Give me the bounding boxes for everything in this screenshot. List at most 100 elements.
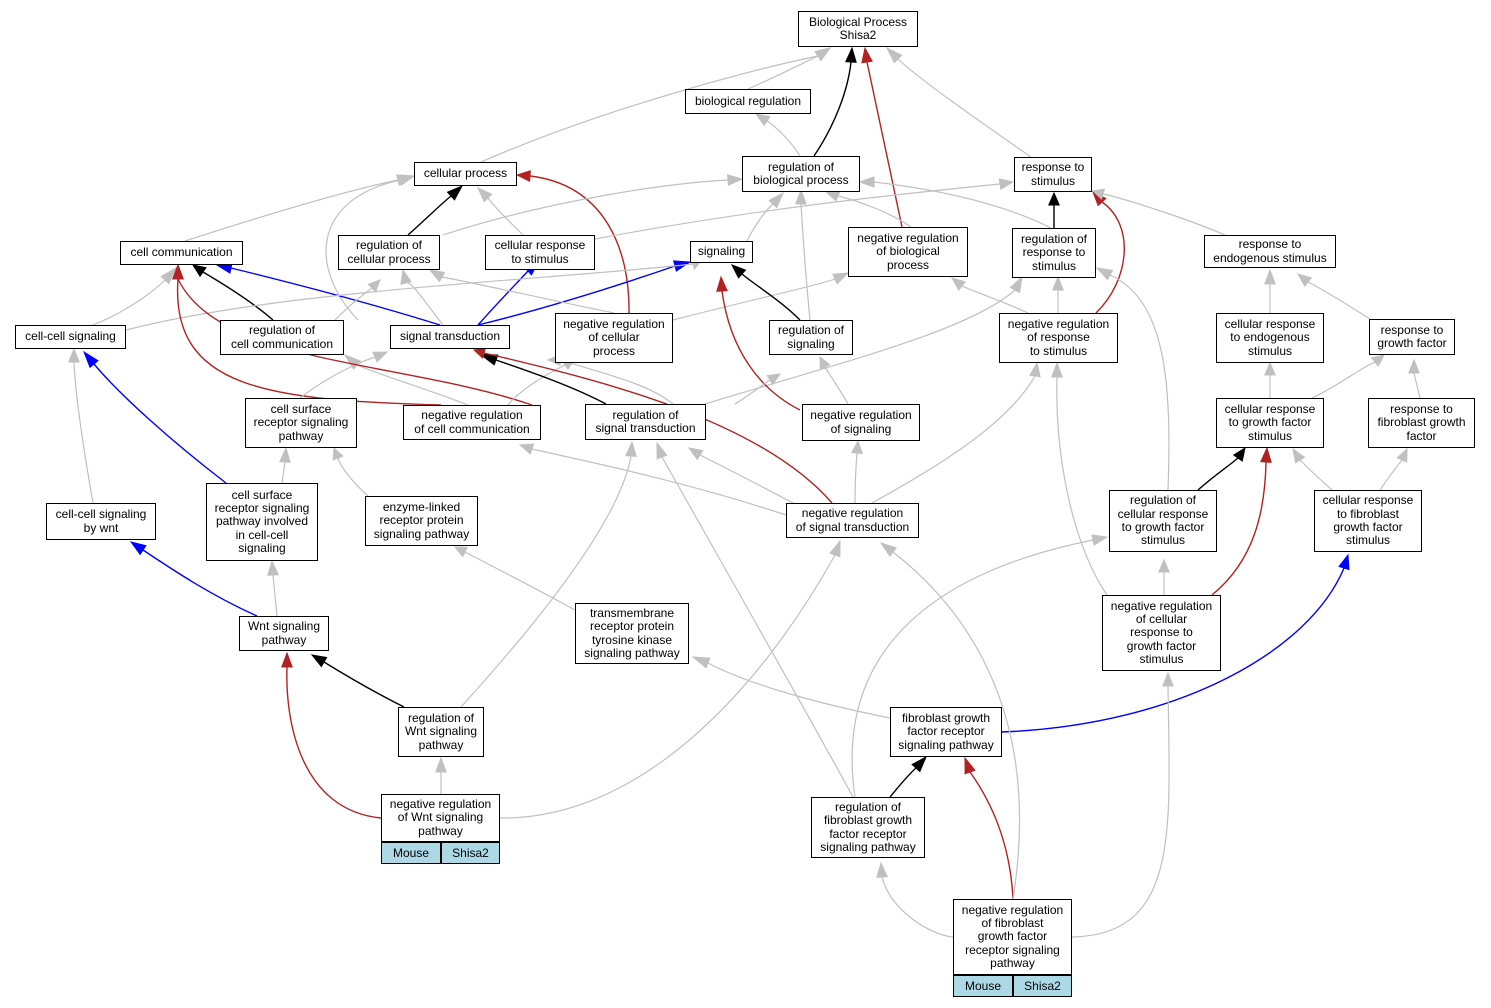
node-cellresp[interactable]: cellular response to stimulus: [485, 235, 595, 270]
edge-gray: [1379, 459, 1403, 491]
node-label: regulation of signal transduction: [595, 407, 696, 435]
node-sigtrans[interactable]: signal transduction: [390, 325, 510, 349]
edge-gray: [1311, 361, 1376, 399]
edge-gray: [442, 179, 729, 236]
edge-black: [323, 661, 405, 708]
edge-red: [969, 771, 1014, 900]
edge-gray: [851, 539, 1094, 798]
edge-arrowhead: [453, 546, 469, 558]
edge-red: [176, 278, 442, 406]
node-regresp[interactable]: regulation of response to stimulus: [1012, 228, 1096, 278]
node-negcellproc[interactable]: negative regulation of cellular process: [555, 313, 673, 363]
node-signaling[interactable]: signaling: [690, 241, 753, 263]
edge-arrowhead: [829, 539, 841, 558]
node-respgf[interactable]: response to growth factor: [1369, 319, 1455, 355]
edge-black: [407, 195, 452, 236]
edge-arrowhead: [1260, 446, 1272, 463]
node-label: negative regulation of signaling: [810, 408, 912, 436]
node-respfgf[interactable]: response to fibroblast growth factor: [1368, 398, 1475, 448]
node-regcellrespgf[interactable]: regulation of cellular response to growt…: [1109, 490, 1217, 552]
node-label: regulation of response to stimulus: [1020, 232, 1088, 273]
edge-gray: [699, 454, 807, 511]
node-enzyme[interactable]: enzyme-linked receptor protein signaling…: [365, 496, 478, 546]
node-label: signal transduction: [399, 329, 501, 344]
node-label: cellular response to fibroblast growth f…: [1322, 493, 1414, 548]
node-label: cell-cell signaling by wnt: [55, 507, 147, 535]
node-negcellrespgf[interactable]: negative regulation of cellular response…: [1102, 595, 1221, 671]
node-respendo[interactable]: response to endogenous stimulus: [1204, 235, 1336, 268]
node-label: negative regulation of Wnt signaling pat…: [389, 797, 492, 838]
edge-gray: [480, 55, 819, 163]
edge-gray: [73, 361, 94, 504]
edge-arrowhead: [768, 191, 785, 209]
node-label: negative regulation of signal transducti…: [795, 506, 910, 534]
edge-arrowhead: [814, 47, 832, 62]
edge-gray: [92, 279, 166, 326]
edge-arrowhead: [1091, 188, 1106, 200]
edge-arrowhead: [766, 373, 782, 386]
node-label: cellular response to stimulus: [494, 238, 586, 266]
edge-gray: [871, 375, 1036, 504]
node-regcellproc[interactable]: regulation of cellular process: [338, 235, 440, 270]
edge-blue: [93, 363, 227, 484]
node-csrsp[interactable]: cell surface receptor signaling pathway: [245, 398, 357, 448]
node-negwnt[interactable]: negative regulation of Wnt signaling pat…: [381, 794, 500, 842]
node-label: cell surface receptor signaling pathway: [253, 402, 349, 443]
node-cellrespendo[interactable]: cellular response to endogenous stimulus: [1216, 313, 1324, 363]
node-label: enzyme-linked receptor protein signaling…: [373, 500, 470, 541]
node-cellproc[interactable]: cellular process: [414, 162, 517, 186]
node-ccwnt[interactable]: cell-cell signaling by wnt: [46, 503, 156, 540]
edge-arrowhead: [1296, 273, 1313, 287]
edge-arrowhead: [191, 264, 207, 278]
node-regsigtrans[interactable]: regulation of signal transduction: [585, 404, 706, 440]
node-label: regulation of cell communication: [230, 323, 334, 351]
node-regbio[interactable]: regulation of biological process: [742, 156, 860, 192]
edge-gray: [672, 278, 836, 321]
node-wnt[interactable]: Wnt signaling pathway: [239, 616, 329, 651]
node-regwnt[interactable]: regulation of Wnt signaling pathway: [398, 707, 484, 757]
edge-gray: [854, 452, 858, 504]
node-negcellcomm[interactable]: negative regulation of cell communicatio…: [403, 405, 541, 440]
node-fgfr[interactable]: fibroblast growth factor receptor signal…: [890, 707, 1002, 757]
node-rtk[interactable]: transmembrane receptor protein tyrosine …: [575, 603, 689, 664]
node-label: signaling: [697, 244, 746, 259]
edge-gray: [746, 203, 774, 242]
edge-red: [177, 278, 533, 406]
edge-gray: [1413, 372, 1421, 399]
node-negsigtrans[interactable]: negative regulation of signal transducti…: [786, 503, 919, 538]
node-resp[interactable]: response to stimulus: [1014, 157, 1092, 192]
node-regfgfr[interactable]: regulation of fibroblast growth factor r…: [811, 797, 925, 858]
edge-gray: [892, 551, 1021, 900]
node-label: Wnt signaling pathway: [247, 619, 321, 647]
edge-arrowhead: [1338, 553, 1350, 571]
node-cellrespgf[interactable]: cellular response to growth factor stimu…: [1216, 398, 1324, 448]
edge-arrowhead: [851, 439, 863, 454]
edge-arrowhead: [1396, 447, 1408, 463]
edge-red: [866, 61, 903, 228]
node-regcellcomm[interactable]: regulation of cell communication: [220, 320, 344, 355]
node-regsig[interactable]: regulation of signaling: [769, 320, 853, 355]
edge-gray: [704, 289, 1016, 405]
node-bp[interactable]: Biological Process Shisa2: [798, 11, 918, 47]
edge-gray: [1299, 459, 1333, 491]
node-bioreg[interactable]: biological regulation: [685, 89, 811, 114]
edge-gray: [356, 364, 469, 406]
edge-blue: [477, 265, 676, 326]
node-cellcomm[interactable]: cell communication: [120, 241, 243, 265]
node-negfgfr[interactable]: negative regulation of fibroblast growth…: [953, 899, 1072, 975]
node-cellrespfgf[interactable]: cellular response to fibroblast growth f…: [1314, 490, 1422, 552]
edge-gray: [184, 179, 399, 242]
edge-gray: [1056, 376, 1108, 596]
node-csrcc[interactable]: cell surface receptor signaling pathway …: [206, 483, 318, 561]
node-label: cell communication: [130, 245, 233, 260]
edge-arrowhead: [819, 355, 831, 371]
edge-arrowhead: [625, 440, 637, 457]
node-negbio[interactable]: negative regulation of biological proces…: [848, 227, 968, 277]
node-ccsig[interactable]: cell-cell signaling: [15, 325, 126, 349]
node-negsig[interactable]: negative regulation of signaling: [802, 404, 920, 441]
edge-arrowhead: [832, 272, 850, 285]
edge-arrowhead: [656, 441, 668, 460]
node-label: biological regulation: [694, 93, 802, 108]
node-negresp[interactable]: negative regulation of response to stimu…: [999, 313, 1118, 363]
node-label: negative regulation of biological proces…: [857, 231, 959, 272]
